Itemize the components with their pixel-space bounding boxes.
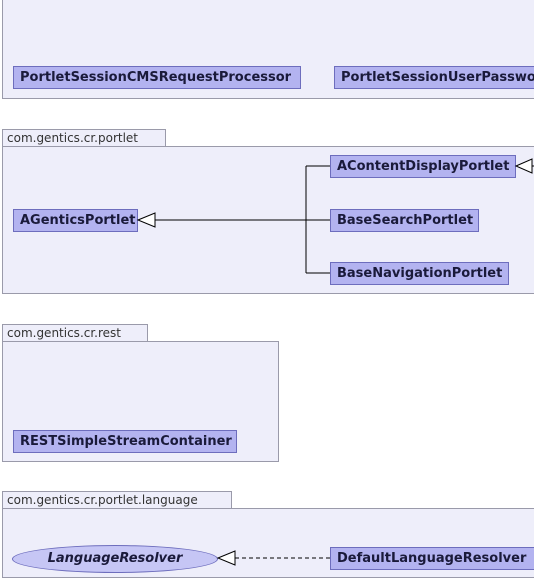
class-agentics-portlet[interactable]: AGenticsPortlet [13, 209, 138, 232]
class-portlet-session-user-password[interactable]: PortletSessionUserPassword [334, 66, 534, 89]
class-base-navigation-portlet[interactable]: BaseNavigationPortlet [330, 262, 509, 285]
class-base-search-portlet[interactable]: BaseSearchPortlet [330, 209, 479, 232]
class-rest-simple-stream-container[interactable]: RESTSimpleStreamContainer [13, 430, 237, 453]
package-rest-tab: com.gentics.cr.rest [2, 324, 148, 341]
package-portlet-tab: com.gentics.cr.portlet [2, 129, 166, 146]
realization-arrowhead [216, 550, 236, 566]
package-language-tab: com.gentics.cr.portlet.language [2, 491, 232, 508]
class-default-language-resolver[interactable]: DefaultLanguageResolver [330, 547, 534, 570]
generalization-arrowhead-offscreen [514, 158, 533, 174]
generalization-arrowhead [136, 212, 156, 228]
class-acontent-display-portlet[interactable]: AContentDisplayPortlet [330, 155, 516, 178]
class-portlet-session-cms-request-processor[interactable]: PortletSessionCMSRequestProcessor [13, 66, 301, 89]
